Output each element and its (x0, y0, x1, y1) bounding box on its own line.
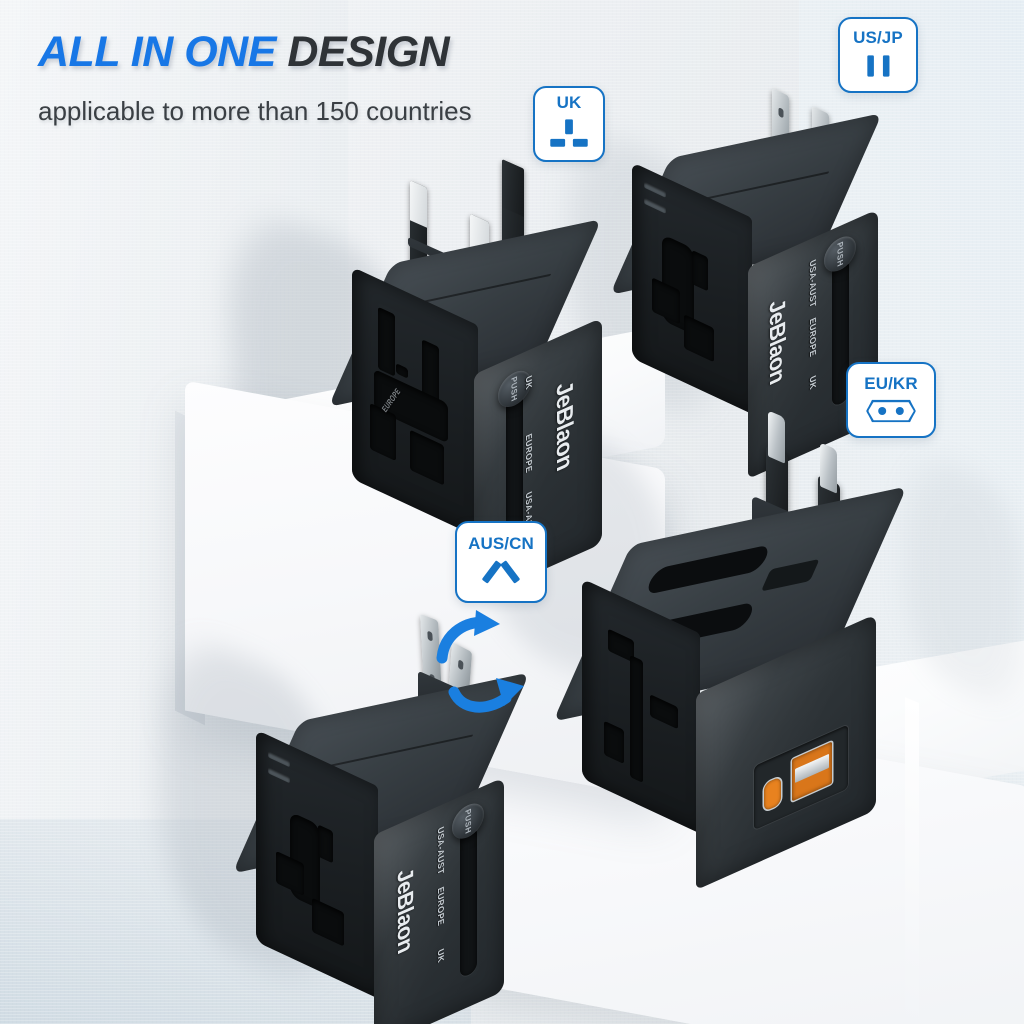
socket-vertical-cut (630, 654, 643, 783)
uk-push-label: PUSH (509, 374, 519, 404)
uk-label-uk: UK (524, 373, 534, 392)
usb-c-port[interactable] (764, 776, 781, 812)
badge-eukr[interactable]: EU/KR (846, 362, 936, 438)
socket-slot-a (378, 306, 395, 377)
usjp-label-uk: UK (808, 373, 818, 392)
eukr-pin-bay-slot-3 (760, 559, 820, 592)
eu-pin-right-tip (820, 442, 837, 494)
socket-slot-c (692, 250, 708, 292)
uk-plug-icon (547, 118, 591, 150)
socket-slot-c (604, 720, 624, 765)
auscn-slider-track[interactable] (460, 825, 477, 979)
usjp-label-usa-aust: USA-AUST (808, 257, 818, 310)
auscn-label-usa-aust: USA-AUST (436, 824, 446, 877)
socket-slot-c (318, 824, 333, 864)
adapter-eukr-unit (552, 396, 920, 891)
rotation-arrow-upper (434, 610, 504, 674)
rotation-arrow-lower (448, 658, 528, 718)
socket-slot-e (396, 363, 408, 379)
uk-pin-right-tip (502, 159, 524, 217)
uk-pin-left-tip (410, 180, 427, 228)
uk-label-europe: EUROPE (524, 431, 534, 475)
socket-slot-b (312, 897, 344, 947)
auscn-label-uk: UK (436, 946, 446, 965)
page-headline: ALL IN ONE DESIGN (38, 28, 450, 77)
usb-a-tongue (795, 753, 829, 784)
headline-highlight: ALL IN ONE (38, 28, 276, 76)
page-subheadline: applicable to more than 150 countries (38, 96, 472, 126)
eu-kr-plug-icon (866, 399, 916, 423)
aus-cn-plug-icon (479, 558, 524, 585)
socket-slot-b (684, 314, 714, 363)
aus-blade-left-hole (427, 630, 433, 642)
badge-usjp-label: US/JP (853, 28, 903, 47)
usjp-brand-logo: JeBlaon (765, 294, 790, 389)
auscn-label-europe: EUROPE (436, 884, 446, 928)
socket-slot-b (650, 694, 678, 730)
badge-uk[interactable]: UK (533, 86, 605, 162)
adapter-auscn-unit: PUSH USA-AUST EUROPE UK JeBlaon (232, 600, 572, 1024)
badge-eukr-label: EU/KR (864, 374, 918, 393)
badge-auscn-label: AUS/CN (468, 534, 534, 553)
badge-usjp[interactable]: US/JP (838, 17, 918, 93)
usb-a-port[interactable] (792, 741, 832, 802)
headline-rest: DESIGN (287, 28, 450, 76)
badge-uk-label: UK (556, 92, 582, 112)
usjp-push-label: PUSH (835, 239, 845, 269)
auscn-brand-logo: JeBlaon (393, 863, 418, 958)
badge-auscn[interactable]: AUS/CN (455, 521, 547, 603)
eu-pin-left-tip (768, 410, 785, 464)
eukr-usb-panel (754, 724, 848, 831)
us-jp-plug-icon (859, 54, 897, 79)
auscn-push-label: PUSH (463, 806, 473, 836)
usjp-label-europe: EUROPE (808, 315, 818, 359)
us-blade-left-hole (778, 106, 783, 119)
eukr-pin-bay-slot-1 (643, 543, 772, 596)
